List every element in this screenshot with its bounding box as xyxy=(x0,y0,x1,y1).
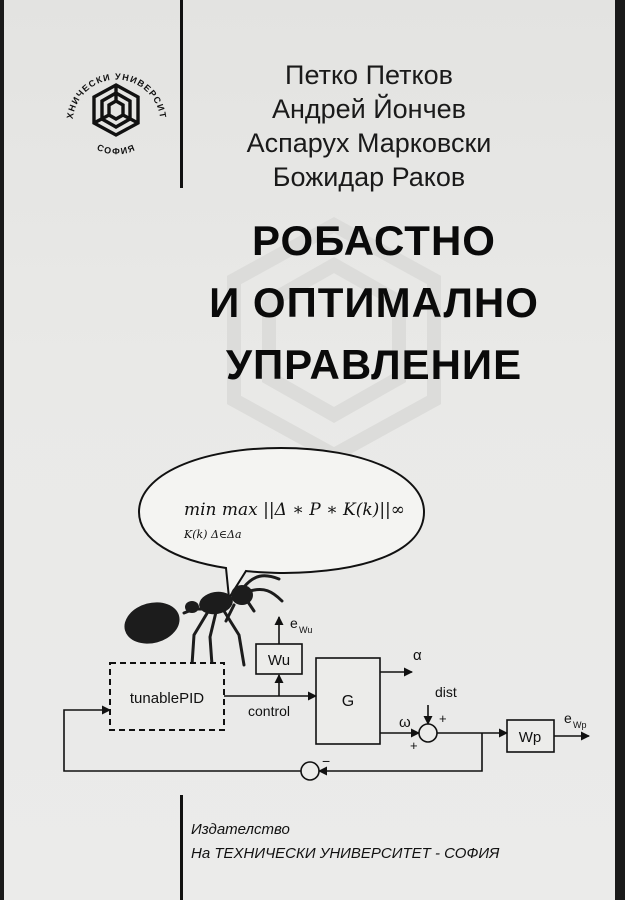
book-title: РОБАСТНО И ОПТИМАЛНО УПРАВЛЕНИЕ xyxy=(124,210,615,396)
wu-block xyxy=(255,643,303,675)
e-wp-label: e xyxy=(564,710,572,726)
wu-label: Wu xyxy=(268,652,290,669)
ant-icon xyxy=(124,574,284,667)
university-logo-icon: ТЕХНИЧЕСКИ УНИВЕРСИТЕТ СОФИЯ xyxy=(59,55,167,156)
omega-signal-label: ω xyxy=(399,714,411,731)
g-label: G xyxy=(342,693,354,710)
e-wu-subscript: Wu xyxy=(299,625,312,635)
feedback-minus-sign: − xyxy=(322,753,330,769)
g-block xyxy=(315,657,381,745)
author-2: Андрей Йончев xyxy=(271,94,467,124)
control-block-diagram: tunablePID Wu G Wp control α ω dist + + … xyxy=(63,615,590,781)
book-cover: ТЕХНИЧЕСКИ УНИВЕРСИТЕТ СОФИЯ Петко Петко… xyxy=(4,0,615,900)
wp-block xyxy=(506,719,555,753)
title-line-3: УПРАВЛЕНИЕ xyxy=(225,341,523,388)
author-3: Аспарух Марковски xyxy=(246,128,492,158)
omega-plus-sign: + xyxy=(410,738,418,753)
formula-subscript: K(k) Δ∈Δa xyxy=(184,528,242,541)
author-4: Божидар Раков xyxy=(272,162,466,192)
publisher-info: Издателство На ТЕХНИЧЕСКИ УНИВЕРСИТЕТ - … xyxy=(191,818,499,866)
sum-junction xyxy=(418,723,438,743)
e-wp-subscript: Wp xyxy=(573,720,587,730)
tunable-pid-block xyxy=(109,662,225,731)
tunable-pid-label: tunablePID xyxy=(130,690,204,707)
svg-text:СОФИЯ: СОФИЯ xyxy=(96,142,138,156)
publisher-line-1: Издателство xyxy=(191,821,290,838)
feedback-junction xyxy=(300,761,320,781)
wp-label: Wp xyxy=(519,729,542,746)
bottom-divider-line xyxy=(180,795,183,900)
e-wu-label: e xyxy=(290,615,298,631)
dist-signal-label: dist xyxy=(435,684,457,700)
dist-plus-sign: + xyxy=(439,711,447,726)
title-line-1: РОБАСТНО xyxy=(252,217,496,264)
logo-ring-bottom-text: СОФИЯ xyxy=(96,142,136,156)
publisher-line-2: На ТЕХНИЧЕСКИ УНИВЕРСИТЕТ - СОФИЯ xyxy=(191,845,500,862)
author-list: Петко Петков Андрей Йончев Аспарух Марко… xyxy=(199,58,539,194)
speech-bubble xyxy=(137,446,426,600)
alpha-signal-label: α xyxy=(413,647,422,664)
formula-main: min max ||Δ ∗ P ∗ K(k)||∞ xyxy=(184,500,405,520)
title-line-2: И ОПТИМАЛНО xyxy=(209,279,539,326)
top-divider-line xyxy=(180,0,183,188)
author-1: Петко Петков xyxy=(285,60,453,90)
control-signal-label: control xyxy=(248,703,290,719)
